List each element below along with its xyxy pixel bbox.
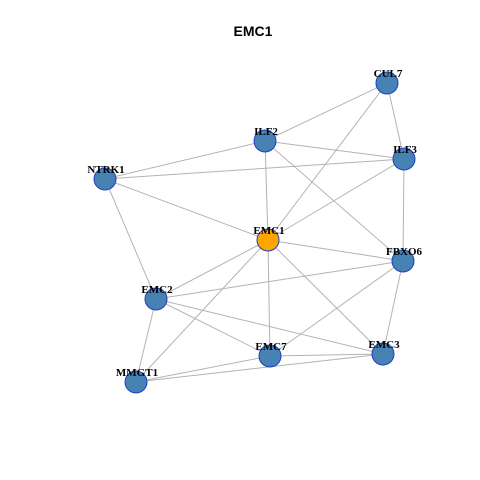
edge-emc3-mmgt1 bbox=[135, 353, 384, 383]
edge-cul7-emc1 bbox=[267, 82, 388, 241]
node-mmgt1: MMGT1 bbox=[116, 367, 158, 394]
edge-ilf3-fbxo6 bbox=[402, 158, 405, 262]
edge-emc2-emc7 bbox=[155, 298, 271, 357]
node-ntrk1: NTRK1 bbox=[87, 164, 125, 191]
edge-layer bbox=[104, 82, 405, 383]
node-label-emc2: EMC2 bbox=[141, 284, 173, 296]
node-circle-mmgt1 bbox=[124, 370, 148, 394]
edge-emc1-emc2 bbox=[155, 239, 269, 300]
edge-emc7-mmgt1 bbox=[135, 355, 271, 383]
node-label-emc1: EMC1 bbox=[253, 225, 284, 237]
edge-emc2-mmgt1 bbox=[135, 298, 157, 383]
node-circle-ilf3 bbox=[392, 147, 416, 171]
node-label-ilf3: ILF3 bbox=[393, 144, 417, 156]
node-emc7: EMC7 bbox=[255, 341, 287, 368]
edge-fbxo6-emc2 bbox=[155, 260, 404, 300]
node-label-cul7: CUL7 bbox=[374, 68, 403, 80]
edge-ilf3-ntrk1 bbox=[104, 158, 405, 180]
node-circle-cul7 bbox=[375, 71, 399, 95]
edge-emc1-mmgt1 bbox=[135, 239, 269, 383]
edge-ntrk1-emc2 bbox=[104, 178, 157, 300]
node-emc1: EMC1 bbox=[253, 225, 285, 252]
edge-cul7-ilf2 bbox=[264, 82, 388, 142]
node-cul7: CUL7 bbox=[374, 68, 403, 95]
node-emc3: EMC3 bbox=[368, 339, 400, 366]
edge-ilf2-emc1 bbox=[264, 140, 269, 241]
node-label-ntrk1: NTRK1 bbox=[87, 164, 124, 176]
edge-cul7-ilf3 bbox=[386, 82, 405, 160]
node-emc2: EMC2 bbox=[141, 284, 173, 311]
edge-ilf2-ntrk1 bbox=[104, 140, 266, 180]
node-circle-emc1 bbox=[256, 228, 280, 252]
node-label-mmgt1: MMGT1 bbox=[116, 367, 158, 379]
node-circle-ilf2 bbox=[253, 129, 277, 153]
node-label-ilf2: ILF2 bbox=[254, 126, 278, 138]
node-circle-emc3 bbox=[371, 342, 395, 366]
node-fbxo6: FBXO6 bbox=[386, 246, 423, 273]
node-circle-emc2 bbox=[144, 287, 168, 311]
node-circle-emc7 bbox=[258, 344, 282, 368]
edge-ntrk1-emc1 bbox=[104, 178, 269, 241]
node-label-emc3: EMC3 bbox=[368, 339, 400, 351]
edge-ilf3-emc1 bbox=[267, 158, 405, 241]
edge-emc2-emc3 bbox=[155, 298, 384, 355]
diagram-title: EMC1 bbox=[234, 23, 273, 39]
node-circle-fbxo6 bbox=[391, 249, 415, 273]
node-ilf3: ILF3 bbox=[392, 144, 417, 171]
edge-emc1-fbxo6 bbox=[267, 239, 404, 262]
edge-fbxo6-emc7 bbox=[269, 260, 404, 357]
edge-emc1-emc3 bbox=[267, 239, 384, 355]
edge-fbxo6-emc3 bbox=[382, 260, 404, 355]
node-ilf2: ILF2 bbox=[253, 126, 278, 153]
node-label-fbxo6: FBXO6 bbox=[386, 246, 423, 258]
edge-ilf2-ilf3 bbox=[264, 140, 405, 160]
node-label-emc7: EMC7 bbox=[255, 341, 287, 353]
edge-emc7-emc3 bbox=[269, 353, 384, 357]
node-circle-ntrk1 bbox=[93, 167, 117, 191]
edge-emc1-emc7 bbox=[267, 239, 271, 357]
